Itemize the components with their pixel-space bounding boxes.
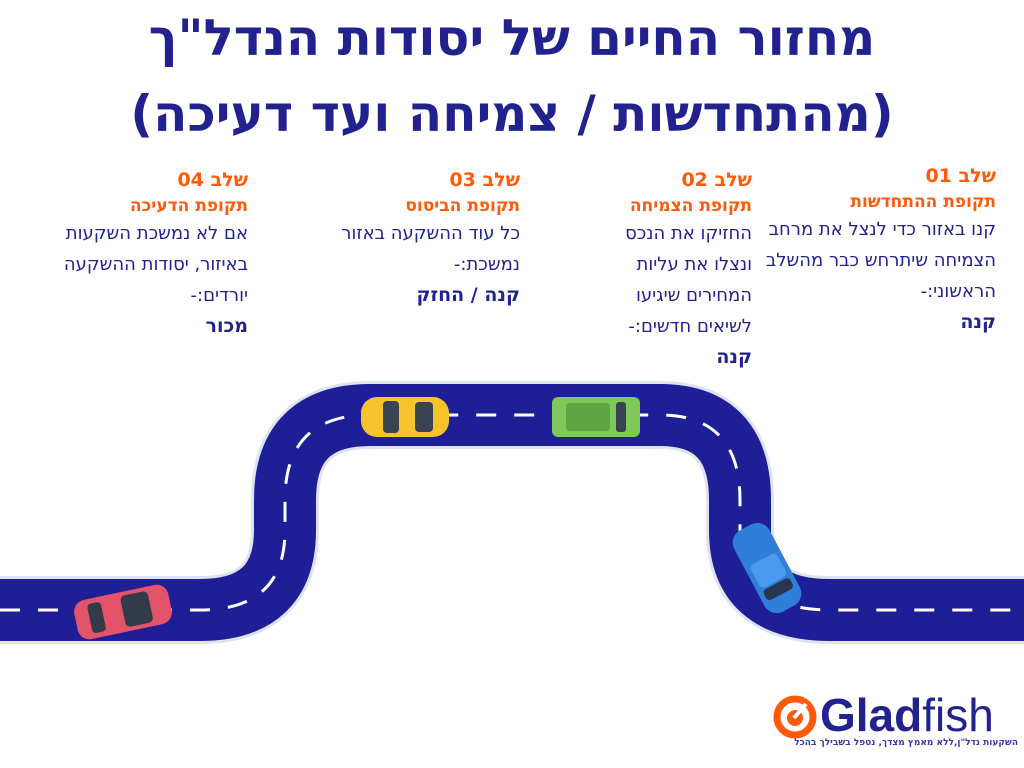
stage-number: שלב 03 [449, 169, 520, 191]
stage-description: קנו באזור כדי לנצל את מרחב הצמיחה שיתרחש… [765, 219, 996, 302]
green-car-icon [552, 397, 640, 437]
stage-number: שלב 01 [925, 165, 996, 187]
stage-description: אם לא נמשכת השקעות באיזור, יסודות ההשקעה… [63, 223, 248, 306]
logo-tagline: השקעות נדל"ן,ללא מאמץ מצדך, נטפל בשבילך … [794, 738, 1018, 748]
stage-name: תקופת הצמיחה [629, 196, 752, 216]
stage-number: שלב 04 [177, 169, 248, 191]
stage-name: תקופת הביסוס [405, 196, 520, 216]
stage-description: החזיקו את הנכס ונצלו את עליות המחירים שי… [625, 223, 752, 337]
stage-action: קנה [960, 311, 996, 333]
page-title: מחזור החיים של יסודות הנדל"ך [148, 9, 876, 67]
stage-action: מכור [205, 315, 248, 337]
road [0, 384, 1024, 641]
red-car-icon [74, 584, 172, 640]
stage-03: שלב 03 תקופת הביסוס כל עוד ההשקעה באזור … [280, 166, 520, 310]
stage-01: שלב 01 תקופת ההתחדשות קנו באזור כדי לנצל… [756, 162, 996, 337]
blue-car-icon [732, 522, 802, 614]
stage-action: קנה / החזק [416, 284, 520, 306]
stage-name: תקופת הדעיכה [130, 196, 248, 216]
stage-number: שלב 02 [681, 169, 752, 191]
stage-04: שלב 04 תקופת הדעיכה אם לא נמשכת השקעות ב… [8, 166, 248, 341]
logo-wordmark: Gladfish [820, 689, 994, 741]
stage-action: קנה [716, 346, 752, 368]
yellow-car-icon [361, 397, 449, 437]
stage-name: תקופת ההתחדשות [850, 192, 996, 212]
stage-02: שלב 02 תקופת הצמיחה החזיקו את הנכס ונצלו… [512, 166, 752, 372]
page-subtitle: (מהתחדשות / צמיחה ועד דעיכה) [130, 85, 894, 143]
stage-description: כל עוד ההשקעה באזור נמשכת:- [341, 223, 520, 275]
logo-mark-icon [773, 695, 817, 739]
